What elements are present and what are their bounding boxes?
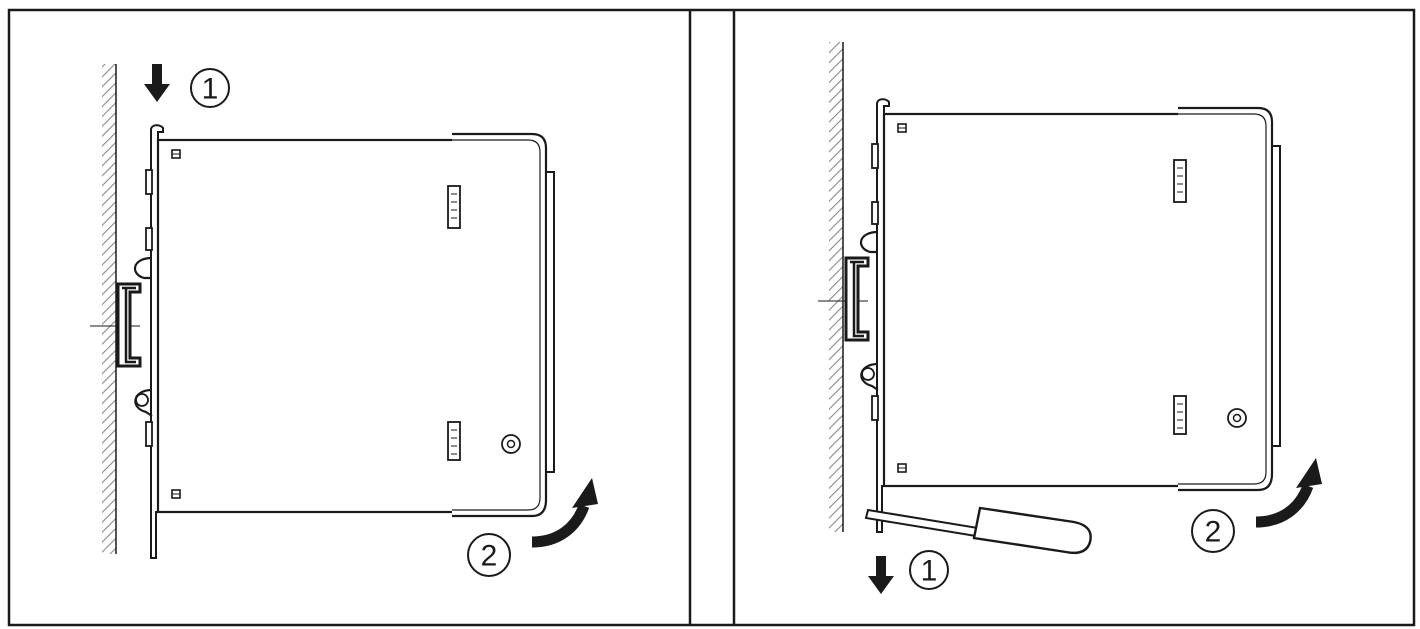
step1-marker: 1 (909, 550, 949, 590)
device-module (859, 98, 1282, 534)
step1-label: 1 (202, 73, 219, 106)
left-panel-mounting: 1 2 (90, 64, 598, 577)
step2-marker: 2 (467, 533, 511, 577)
step1-down-arrow-icon (144, 64, 170, 102)
diagram-frame (7, 8, 1416, 627)
step2-label: 2 (1205, 516, 1222, 549)
step1-down-arrow-icon (868, 556, 894, 594)
step1-label: 1 (921, 555, 938, 588)
step1-marker: 1 (190, 68, 230, 108)
din-rail (844, 256, 870, 342)
right-panel-removal: 1 2 (818, 42, 1322, 594)
device-module (133, 124, 556, 560)
wall-hatch (102, 64, 116, 554)
step2-label: 2 (481, 540, 498, 573)
step2-marker: 2 (1191, 509, 1235, 553)
screwdriver-icon (864, 506, 1092, 555)
din-rail (116, 282, 142, 368)
wall-hatch (829, 42, 843, 532)
